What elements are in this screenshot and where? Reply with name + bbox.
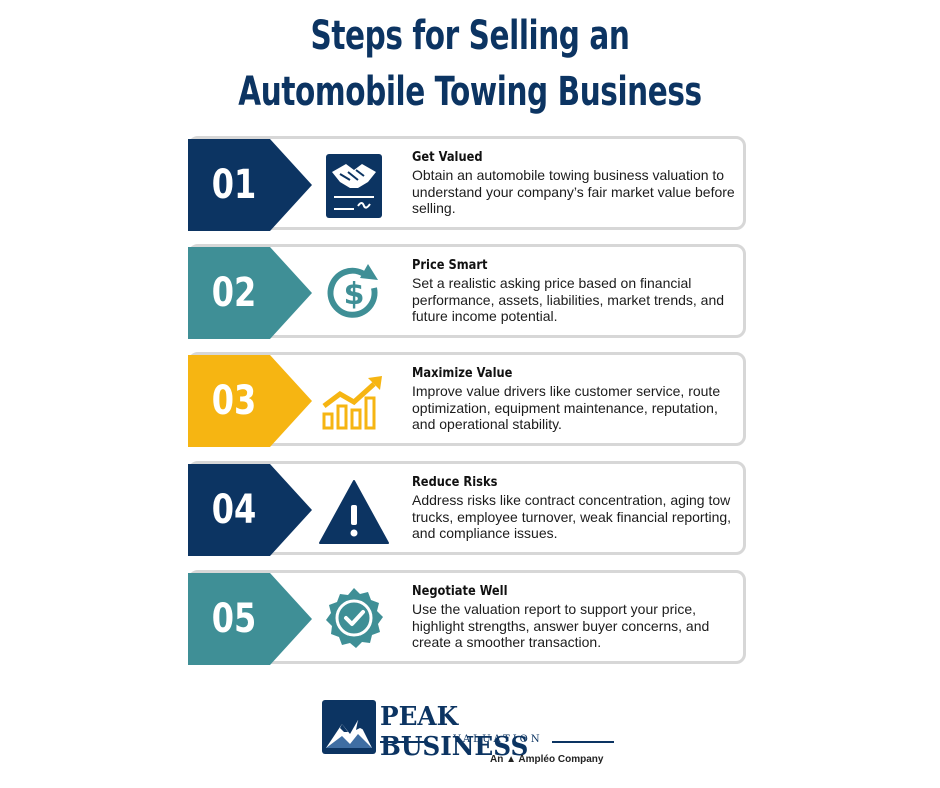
step-description: Use the valuation report to support your… xyxy=(412,601,710,650)
step-number-badge: 05 xyxy=(188,573,312,665)
step-heading: Negotiate Well xyxy=(412,584,508,599)
warning-icon xyxy=(318,475,390,547)
step-description: Set a realistic asking price based on fi… xyxy=(412,275,725,324)
step-number-badge: 03 xyxy=(188,355,312,447)
step-number: 01 xyxy=(211,162,257,208)
logo-rule-left xyxy=(380,741,428,743)
step-number-badge: 04 xyxy=(188,464,312,556)
logo-rule-right xyxy=(552,741,614,743)
check-badge-icon xyxy=(318,584,390,656)
growth-chart-icon xyxy=(318,366,390,438)
step-number: 05 xyxy=(211,596,257,642)
logo-tagline: An ▲ Ampléo Company xyxy=(490,754,604,765)
step-card-3: 03 Maximize Value Improve value drivers … xyxy=(188,352,750,450)
step-description: Address risks like contract concentratio… xyxy=(412,492,732,541)
step-number: 04 xyxy=(211,487,257,533)
step-number-badge: 01 xyxy=(188,139,312,231)
step-number: 02 xyxy=(211,270,257,316)
handshake-contract-icon xyxy=(318,150,390,222)
logo-subtitle: VALUATION xyxy=(453,734,543,745)
svg-text:$: $ xyxy=(344,277,365,312)
step-heading: Reduce Risks xyxy=(412,475,498,490)
logo-name: PEAK BUSINESS xyxy=(380,702,529,762)
step-heading: Maximize Value xyxy=(412,366,513,381)
page-title-line-1: Steps for Selling an xyxy=(310,13,630,59)
step-number: 03 xyxy=(211,378,257,424)
step-card-1: 01 Get Valued Obtain an automobile towin… xyxy=(188,136,750,234)
mountain-logo-icon xyxy=(322,700,376,754)
dollar-cycle-icon: $ xyxy=(318,258,390,330)
step-heading: Get Valued xyxy=(412,150,483,165)
step-description: Improve value drivers like customer serv… xyxy=(412,383,721,432)
step-card-4: 04 Reduce Risks Address risks like contr… xyxy=(188,461,750,559)
step-description: Obtain an automobile towing business val… xyxy=(412,167,735,216)
page-title-line-2: Automobile Towing Business xyxy=(238,69,702,115)
step-number-badge: 02 xyxy=(188,247,312,339)
step-card-2: 02 $ Price Smart Set a realistic asking … xyxy=(188,244,750,342)
company-logo: PEAK BUSINESS VALUATION An ▲ Ampléo Comp… xyxy=(322,700,622,770)
step-card-5: 05 Negotiate Well Use the valuation repo… xyxy=(188,570,750,668)
step-heading: Price Smart xyxy=(412,258,488,273)
